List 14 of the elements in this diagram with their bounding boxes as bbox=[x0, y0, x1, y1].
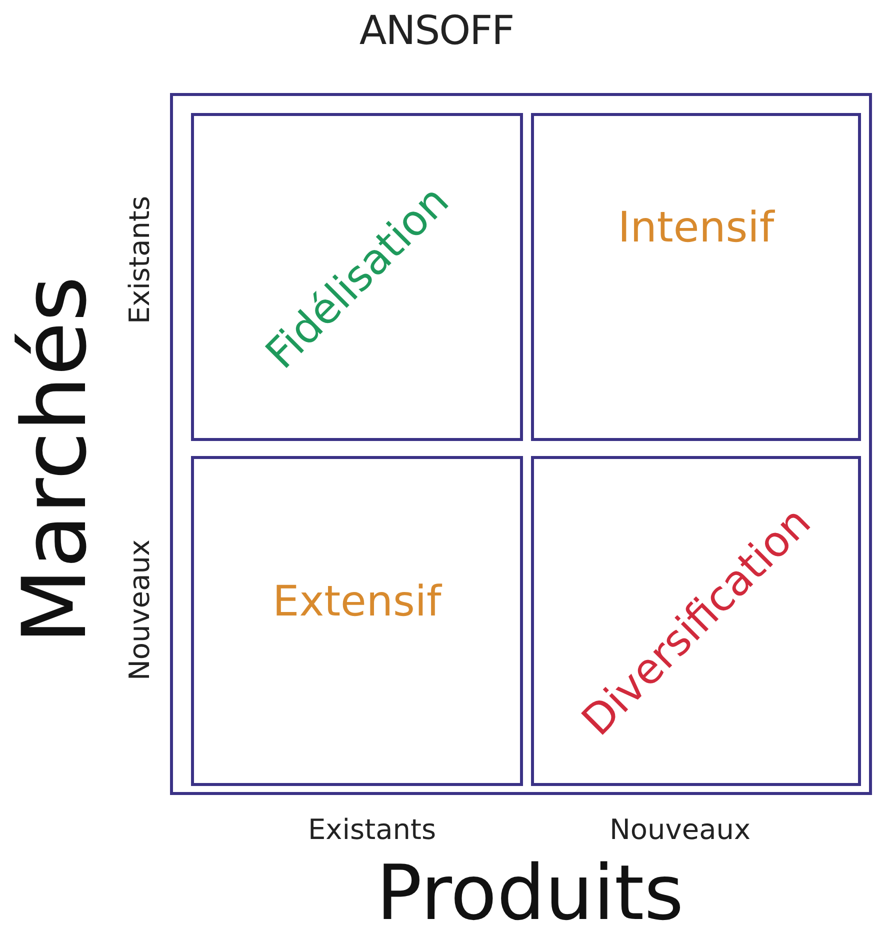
quadrant-label: Extensif bbox=[272, 576, 442, 626]
axis-title: Produits bbox=[376, 855, 684, 931]
quadrant-box bbox=[531, 456, 861, 786]
axis-title: Marchés bbox=[11, 276, 99, 644]
axis-label: Nouveaux bbox=[126, 539, 154, 681]
axis-label: Existants bbox=[308, 816, 436, 844]
diagram-title: ANSOFF bbox=[358, 8, 515, 54]
quadrant-label: Intensif bbox=[618, 202, 774, 252]
axis-label: Nouveaux bbox=[609, 816, 751, 844]
quadrant-box bbox=[531, 113, 861, 441]
quadrant-box bbox=[191, 113, 523, 441]
quadrant-box bbox=[191, 456, 523, 786]
axis-label: Existants bbox=[126, 196, 154, 324]
matrix-frame bbox=[170, 93, 872, 795]
